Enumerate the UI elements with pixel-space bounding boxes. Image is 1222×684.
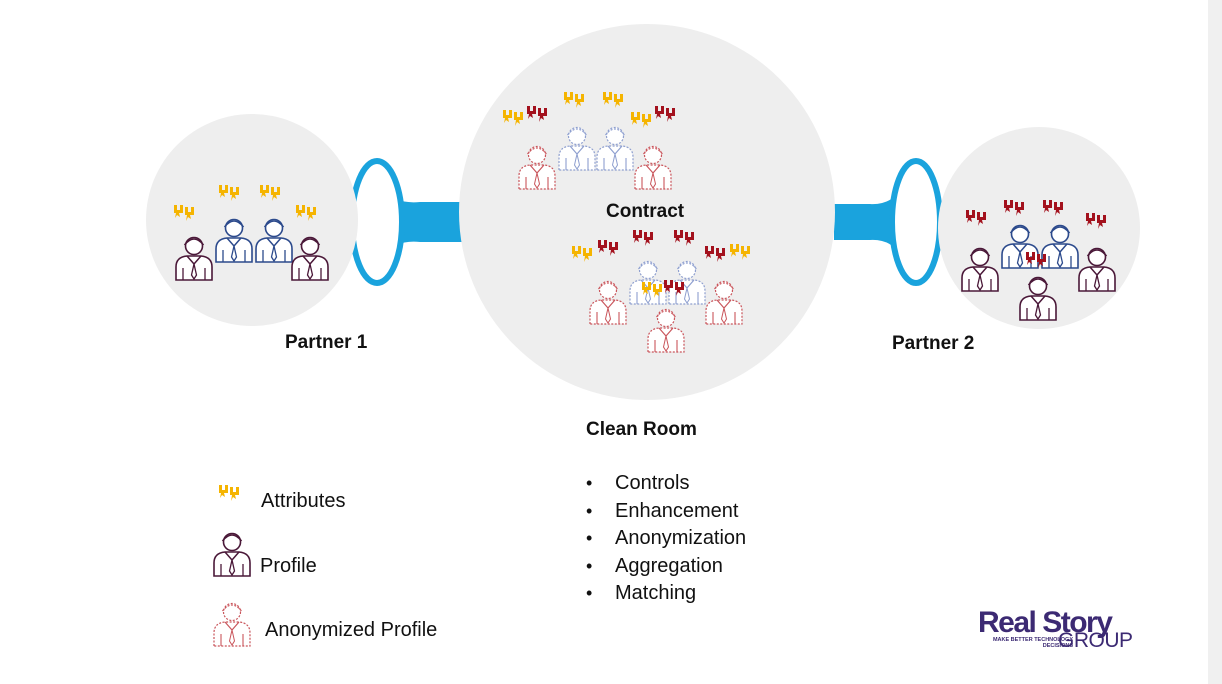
logo-tagline: MAKE BETTER TECHNOLOGY DECISIONS <box>992 637 1073 649</box>
clean-room-title: Clean Room <box>586 419 697 440</box>
contract-label: Contract <box>606 201 685 222</box>
legend-anonymized-profile-label: Anonymized Profile <box>265 619 438 641</box>
legend-icons <box>213 485 251 647</box>
left-funnel <box>349 158 464 286</box>
logo-main-text: Real Story <box>978 606 1113 639</box>
window-edge <box>1208 0 1222 684</box>
logo-group-text: GROUP <box>1058 629 1133 652</box>
profile-icon <box>213 532 251 577</box>
partner1-label: Partner 1 <box>285 332 368 353</box>
feature-item: Enhancement <box>586 498 746 526</box>
feature-item: Matching <box>586 580 746 608</box>
partner2-label: Partner 2 <box>892 333 975 354</box>
feature-item: Controls <box>586 470 746 498</box>
feature-item: Anonymization <box>586 525 746 553</box>
legend-profile-label: Profile <box>260 555 317 577</box>
partner1-circle <box>146 114 358 326</box>
feature-item: Aggregation <box>586 553 746 581</box>
clean-room-feature-list: Controls Enhancement Anonymization Aggre… <box>586 470 746 608</box>
anonymized-profile-icon <box>213 602 251 647</box>
attributes-icon <box>219 485 239 501</box>
right-funnel <box>834 158 943 286</box>
real-story-group-logo: Real Story MAKE BETTER TECHNOLOGY DECISI… <box>978 606 1153 655</box>
legend-attributes-label: Attributes <box>261 490 346 512</box>
